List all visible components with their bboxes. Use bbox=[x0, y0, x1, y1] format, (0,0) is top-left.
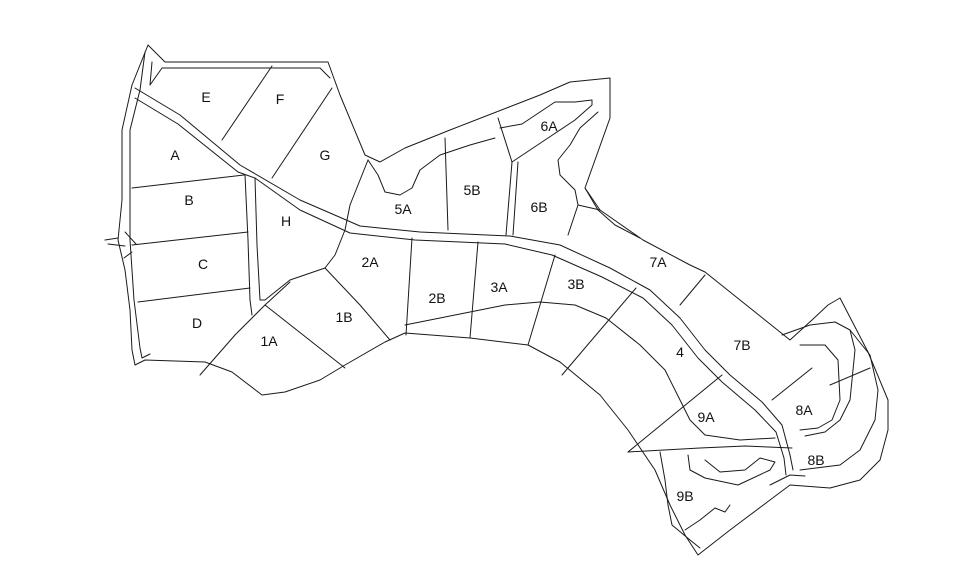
main-road-lower bbox=[134, 97, 787, 476]
divider-9b-inner bbox=[659, 451, 701, 549]
label-1A: 1A bbox=[260, 333, 278, 349]
outer-boundary-inner bbox=[129, 51, 331, 359]
divider-1b-2a bbox=[324, 267, 391, 341]
divider-1a-1b bbox=[264, 304, 346, 369]
label-C: C bbox=[198, 256, 208, 272]
divider-b-c bbox=[131, 231, 249, 246]
curve-9b-tail bbox=[684, 504, 731, 531]
divider-7b-8a bbox=[771, 367, 813, 401]
label-5B: 5B bbox=[463, 182, 480, 198]
label-2A: 2A bbox=[361, 254, 379, 270]
west-road-spur bbox=[104, 231, 137, 259]
divider-c-d bbox=[137, 287, 251, 303]
label-3A: 3A bbox=[490, 279, 508, 295]
label-5A: 5A bbox=[394, 201, 412, 217]
divider-6b-7a bbox=[584, 187, 641, 239]
label-D: D bbox=[192, 315, 202, 331]
label-B: B bbox=[184, 192, 193, 208]
label-8A: 8A bbox=[795, 402, 813, 418]
divider-2b-3a bbox=[469, 241, 479, 339]
curve-8a-inner bbox=[799, 344, 841, 431]
label-9B: 9B bbox=[676, 488, 693, 504]
curve-8b-outer bbox=[799, 329, 879, 471]
label-A: A bbox=[170, 147, 180, 163]
parcel-labels: E F A G B H C D 1A 1B 2A 2B 3A 3B 4 5A 5… bbox=[170, 89, 824, 504]
divider-1a-boundary bbox=[199, 281, 291, 376]
label-7A: 7A bbox=[649, 254, 667, 270]
divider-g-5a bbox=[324, 159, 369, 269]
divider-3b-4 bbox=[561, 287, 637, 376]
divider-9a-9b bbox=[627, 445, 793, 453]
divider-4-9a bbox=[627, 374, 723, 453]
curve-9b-loop bbox=[687, 454, 776, 486]
divider-6a-road bbox=[499, 99, 593, 163]
label-2B: 2B bbox=[428, 290, 445, 306]
curve-9b-lower bbox=[769, 474, 806, 486]
divider-f-g bbox=[271, 87, 333, 179]
divider-2b-inner bbox=[404, 301, 607, 326]
divider-a-b bbox=[131, 174, 245, 189]
divider-8a-8b bbox=[829, 367, 871, 386]
label-7B: 7B bbox=[733, 337, 750, 353]
divider-6a-5b bbox=[497, 117, 513, 163]
divider-3a-3b bbox=[527, 254, 556, 346]
label-H: H bbox=[281, 213, 291, 229]
h-block-road bbox=[244, 174, 326, 316]
divider-e-f bbox=[221, 65, 273, 141]
main-road-upper bbox=[134, 87, 794, 471]
divider-4-inner bbox=[605, 317, 776, 441]
label-1B: 1B bbox=[335, 309, 352, 325]
divider-5b-6b-a bbox=[505, 161, 513, 236]
label-6B: 6B bbox=[530, 199, 547, 215]
label-4: 4 bbox=[676, 344, 684, 360]
divider-5b-6b-b bbox=[512, 161, 519, 236]
divider-5a-top bbox=[367, 137, 496, 196]
label-8B: 8B bbox=[807, 452, 824, 468]
divider-5a-5b bbox=[444, 137, 449, 231]
label-6A: 6A bbox=[540, 118, 558, 134]
curve-8a-outer bbox=[781, 321, 856, 437]
map-linework bbox=[104, 44, 889, 556]
label-G: G bbox=[320, 147, 331, 163]
label-9A: 9A bbox=[697, 409, 715, 425]
label-F: F bbox=[276, 91, 285, 107]
label-E: E bbox=[201, 89, 210, 105]
outer-boundary bbox=[117, 44, 889, 556]
label-3B: 3B bbox=[567, 276, 584, 292]
divider-6a-lower bbox=[577, 204, 601, 211]
divider-7a-7b bbox=[679, 274, 706, 306]
divider-2a-2b bbox=[405, 237, 413, 336]
divider-6a-road-2 bbox=[557, 111, 599, 236]
